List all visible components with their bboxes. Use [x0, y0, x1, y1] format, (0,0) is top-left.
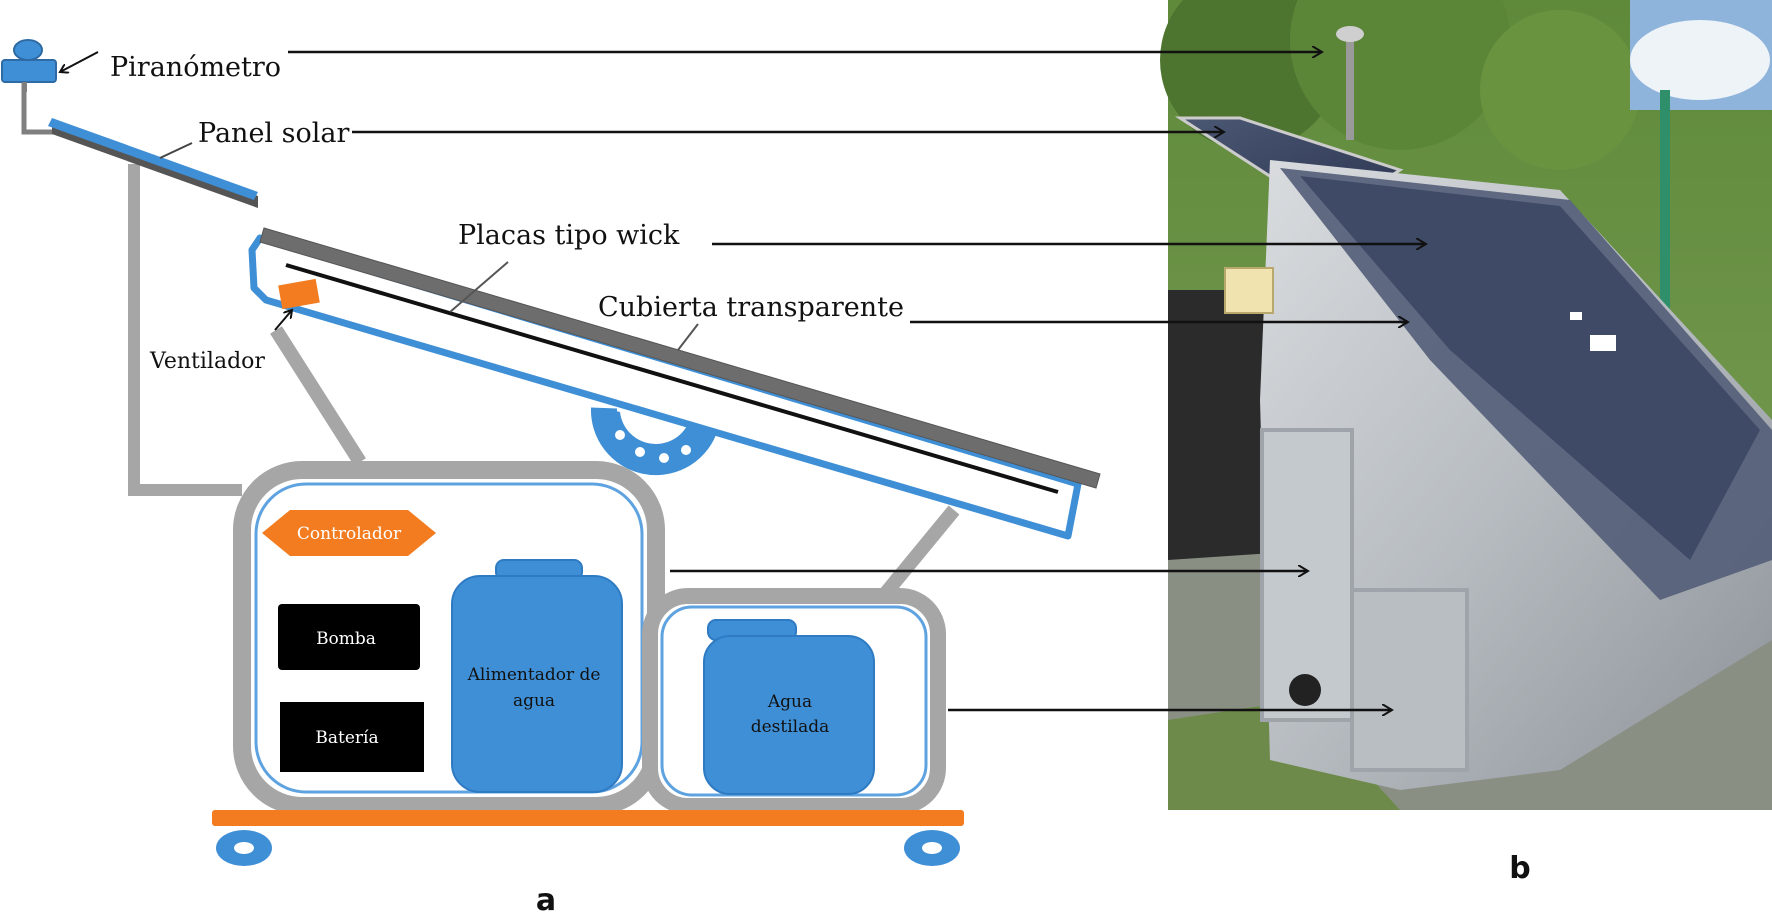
- wick-plates-label: Placas tipo wick: [458, 220, 680, 251]
- strut-right: [874, 505, 960, 605]
- transparent-cover: [259, 227, 1101, 489]
- photo-panel: [1160, 0, 1772, 810]
- battery-label: Batería: [315, 728, 378, 748]
- pyranometer-icon: [1, 39, 57, 92]
- distilled-tank-label-2: destilada: [751, 717, 830, 737]
- controller-label: Controlador: [297, 524, 402, 544]
- distilled-tank-shape: [703, 619, 875, 795]
- wheel-right: [904, 830, 960, 866]
- still-body: [248, 234, 1082, 540]
- wick-plate: [285, 263, 1059, 494]
- pyranometer-label: Piranómetro: [110, 52, 281, 83]
- panel-a-letter: a: [536, 883, 556, 917]
- pump-label: Bomba: [316, 629, 376, 649]
- pyranometer-arm: [21, 80, 60, 135]
- wheel-left: [216, 830, 272, 866]
- solar-panel-label: Panel solar: [198, 118, 349, 149]
- battery-shape: [280, 702, 424, 772]
- cart-base: [212, 810, 964, 826]
- pivot-bracket: [590, 407, 717, 476]
- feed-tank-label-1: Alimentador de: [467, 665, 601, 685]
- panel-b-letter: b: [1509, 851, 1530, 886]
- distilled-tank-label-1: Agua: [767, 692, 812, 712]
- feed-tank-label-2: agua: [513, 691, 555, 711]
- controller-shape: [262, 510, 436, 556]
- feed-tank-shape: [451, 559, 623, 793]
- pump-shape: [278, 604, 420, 670]
- solar-panel-shape: [48, 118, 258, 208]
- support-frame: [128, 164, 242, 496]
- strut-left: [270, 326, 366, 466]
- transparent-cover-label: Cubierta transparente: [598, 292, 904, 323]
- fan-shape: [278, 278, 320, 310]
- schematic-panel: Controlador Bomba Batería Alimentador de…: [1, 39, 1426, 866]
- fan-label: Ventilador: [149, 349, 265, 374]
